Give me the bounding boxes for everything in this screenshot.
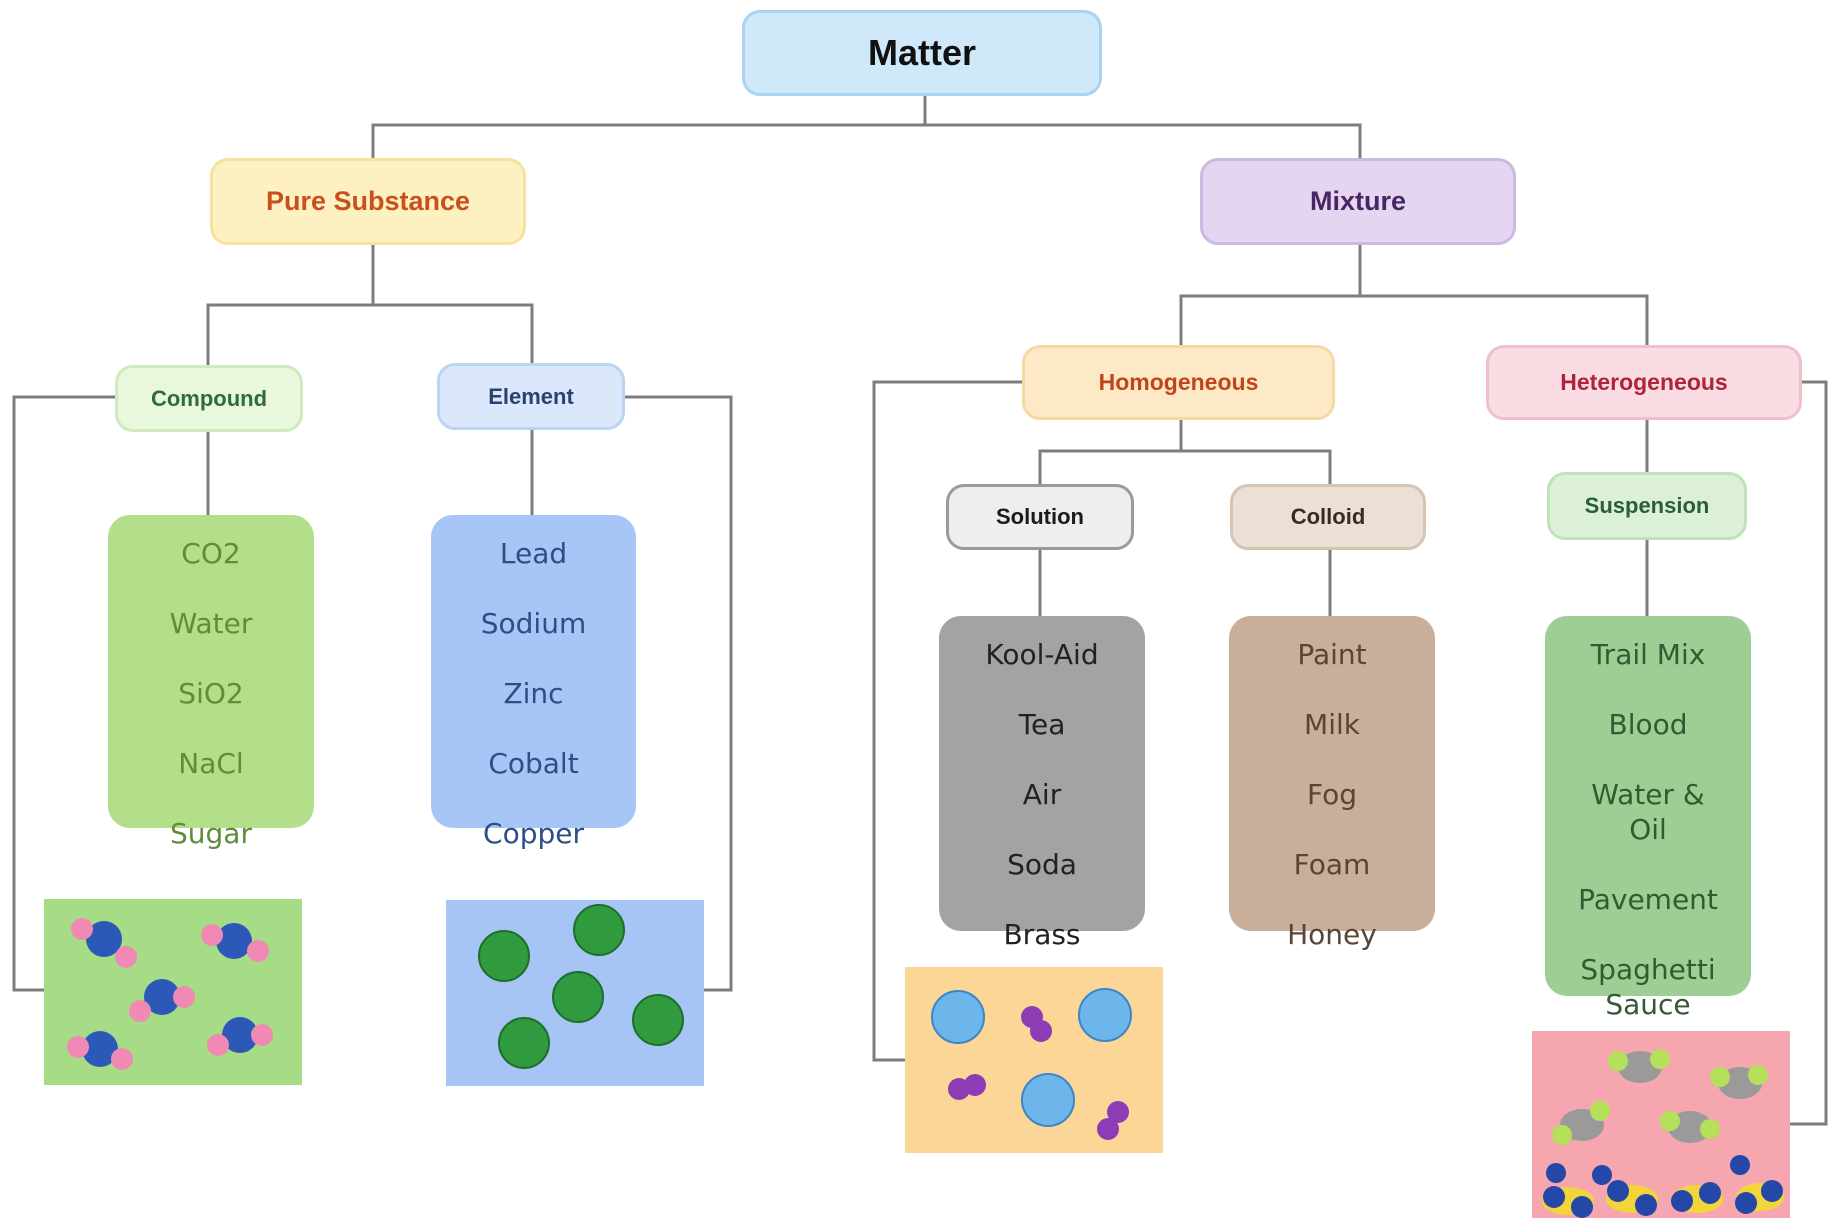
molecule-icon xyxy=(201,923,269,962)
atom-icon xyxy=(632,994,684,1046)
list-item: Soda xyxy=(1007,848,1077,881)
connector-mixture-children xyxy=(1179,245,1362,345)
colloid-label: Colloid xyxy=(1290,504,1366,529)
particle-mix-icon xyxy=(1107,1101,1129,1123)
atom-icon xyxy=(552,971,604,1023)
homogeneous-node: Homogeneous xyxy=(1022,345,1335,420)
suspension-examples-list: Trail Mix Blood Water & Oil Pavement Spa… xyxy=(1545,616,1751,1021)
list-item: CO2 xyxy=(181,537,241,570)
matter-label: Matter xyxy=(867,32,977,73)
solution-node: Solution xyxy=(946,484,1134,550)
suspension-node: Suspension xyxy=(1547,472,1747,540)
atom-icon xyxy=(478,930,530,982)
molecule-icon xyxy=(129,979,195,1022)
list-item: Sodium xyxy=(480,607,587,640)
particle-mix-icon xyxy=(1608,1049,1670,1083)
molecule-icon xyxy=(71,918,137,968)
list-item: Brass xyxy=(1003,918,1081,951)
connector-pure-children xyxy=(206,245,375,365)
list-item: Paint xyxy=(1297,638,1367,671)
pure-substance-node: Pure Substance xyxy=(210,158,526,245)
element-illustration xyxy=(446,900,704,1086)
list-item: Water & Oil xyxy=(1591,778,1705,846)
heterogeneous-illustration xyxy=(1532,1031,1790,1218)
list-item: Milk xyxy=(1304,708,1360,741)
list-item: Air xyxy=(1022,778,1062,811)
compound-node: Compound xyxy=(115,365,303,432)
particle-mix-icon xyxy=(931,990,985,1044)
connector-pure-element xyxy=(373,303,534,365)
connector-homogeneous-illustration xyxy=(872,380,1022,1062)
atom-icon xyxy=(498,1017,550,1069)
compound-illustration xyxy=(44,899,302,1085)
list-item: Tea xyxy=(1018,708,1066,741)
solution-label: Solution xyxy=(996,504,1084,529)
particle-mix-icon xyxy=(1710,1065,1768,1099)
connector-compound-illustration xyxy=(12,395,115,992)
homogeneous-illustration xyxy=(905,967,1163,1153)
connector-homogeneous-colloid xyxy=(1181,449,1332,484)
list-item: Lead xyxy=(499,537,568,570)
compound-label: Compound xyxy=(150,385,268,411)
list-item: Spaghetti Sauce xyxy=(1580,953,1716,1021)
particle-mix-icon xyxy=(1552,1101,1610,1145)
list-item: Honey xyxy=(1287,918,1377,951)
colloid-examples-list: Paint Milk Fog Foam Honey xyxy=(1229,616,1435,951)
connector-heterogeneous-illustration xyxy=(1790,380,1828,1126)
list-item: Copper xyxy=(483,817,584,850)
compound-examples-list: CO2 Water SiO2 NaCl Sugar xyxy=(108,515,314,850)
suspension-label: Suspension xyxy=(1584,493,1710,518)
pure-substance-label: Pure Substance xyxy=(265,186,471,216)
list-item: Fog xyxy=(1306,778,1357,811)
list-item: Cobalt xyxy=(488,747,579,780)
list-item: Kool-Aid xyxy=(985,638,1099,671)
element-node: Element xyxy=(437,363,625,430)
connector-matter-branches xyxy=(371,96,927,158)
molecule-icon xyxy=(67,1031,133,1070)
list-item: Zinc xyxy=(503,677,564,710)
list-item: Water xyxy=(169,607,253,640)
connector-mixture-heterogeneous xyxy=(1360,294,1649,345)
heterogeneous-node: Heterogeneous xyxy=(1486,345,1802,420)
list-item: NaCl xyxy=(178,747,244,780)
list-item: Foam xyxy=(1293,848,1371,881)
particle-mix-icon xyxy=(1021,1073,1075,1127)
mixture-label: Mixture xyxy=(1309,186,1407,216)
list-item: Pavement xyxy=(1578,883,1718,916)
connector-matter-mixture xyxy=(925,123,1362,158)
colloid-node: Colloid xyxy=(1230,484,1426,550)
particle-mix-icon xyxy=(1078,988,1132,1042)
atom-icon xyxy=(573,904,625,956)
list-item: Blood xyxy=(1608,708,1688,741)
mixture-node: Mixture xyxy=(1200,158,1516,245)
element-examples-list: Lead Sodium Zinc Cobalt Copper xyxy=(431,515,636,850)
molecule-icon xyxy=(207,1017,273,1056)
list-item: SiO2 xyxy=(178,677,244,710)
connector-homogeneous-children xyxy=(1038,420,1183,484)
list-item: Sugar xyxy=(170,817,252,850)
particle-mix-icon xyxy=(1542,1155,1784,1218)
matter-node: Matter xyxy=(742,10,1102,96)
connector-element-illustration xyxy=(625,395,733,992)
particle-mix-icon xyxy=(1660,1111,1720,1143)
solution-examples-list: Kool-Aid Tea Air Soda Brass xyxy=(939,616,1145,951)
heterogeneous-label: Heterogeneous xyxy=(1560,369,1728,395)
element-label: Element xyxy=(488,383,574,409)
list-item: Trail Mix xyxy=(1590,638,1706,671)
homogeneous-label: Homogeneous xyxy=(1098,369,1259,395)
